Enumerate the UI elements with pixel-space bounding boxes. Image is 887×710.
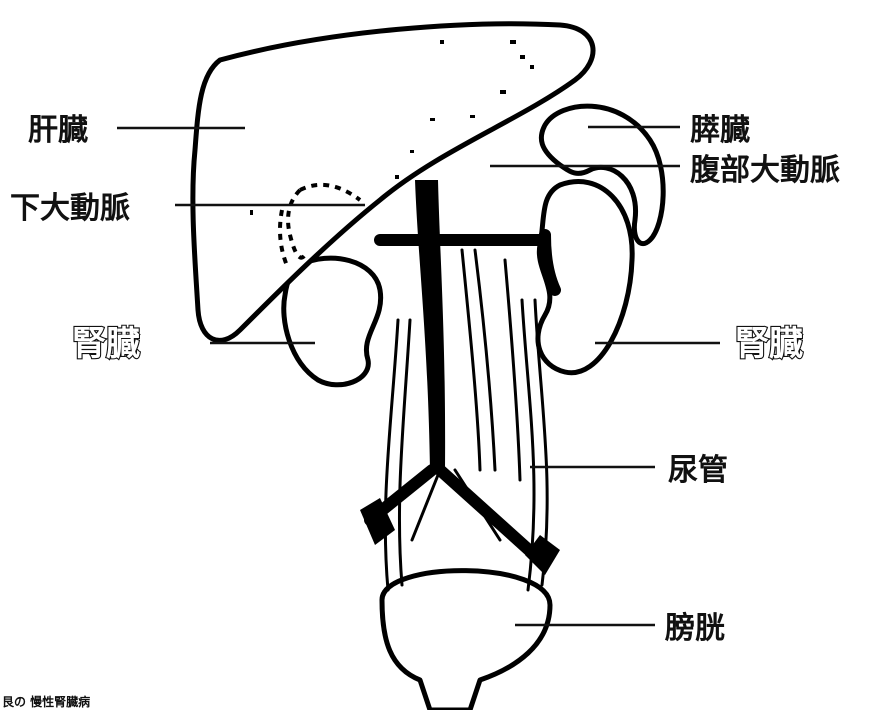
ureter-label: 尿管	[668, 453, 728, 488]
bladder-shape	[382, 571, 550, 710]
major-vessels-shape	[360, 180, 560, 575]
bladder-label: 膀胱	[664, 611, 725, 646]
kidney-left-label: 腎臓	[72, 324, 140, 364]
aorta-label: 腹部大動脈	[690, 153, 840, 188]
footer-caption: 艮の 慢性腎臓病	[2, 694, 90, 709]
kidney-right-label: 腎臓	[735, 324, 803, 364]
pancreas-label: 膵臓	[690, 113, 750, 148]
liver-label: 肝臓	[28, 113, 88, 148]
left-kidney-shape	[284, 258, 381, 385]
liver-shape	[193, 24, 593, 341]
ivc-label: 下大動脈	[10, 191, 130, 226]
